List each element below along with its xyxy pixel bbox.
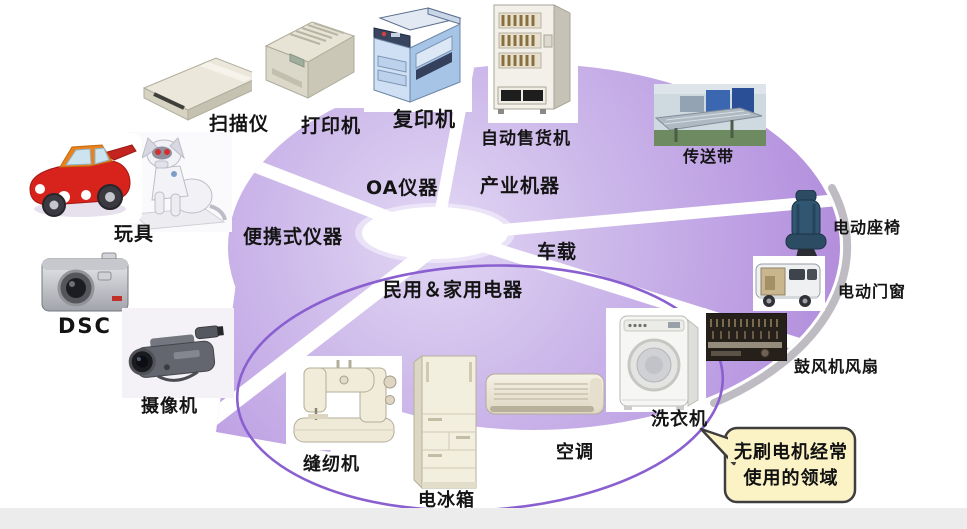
label-fridge: 电冰箱: [418, 490, 475, 511]
electric-door-image: [753, 256, 825, 311]
washing-machine-art: [606, 308, 706, 412]
robot-dog-art: [128, 132, 232, 232]
callout-bubble: 无刷电机经常 使用的领域: [688, 418, 868, 512]
printer-art: [252, 10, 370, 108]
toy-car-image: [18, 133, 142, 223]
callout-line-1: 无刷电机经常: [734, 442, 848, 463]
label-camcorder: 摄像机: [141, 396, 198, 417]
blower-fan-image: [703, 313, 787, 361]
wheel-hub: [362, 207, 508, 259]
label-sewing: 缝纫机: [303, 454, 360, 475]
label-copier: 复印机: [393, 107, 456, 131]
label-seat: 电动座椅: [833, 218, 902, 237]
camcorder-art: [122, 308, 234, 398]
callout-text: 无刷电机经常 使用的领域: [725, 428, 857, 504]
refrigerator-image: [408, 352, 484, 492]
dsc-camera-art: [36, 246, 134, 318]
air-conditioner-art: [485, 373, 605, 415]
toy-car-art: [18, 133, 142, 223]
wheel-shadow-arc: [710, 184, 852, 407]
label-aircon: 空调: [556, 442, 594, 463]
electric-seat-image: [784, 190, 830, 260]
sector-label-portable: 便携式仪器: [243, 226, 344, 248]
label-printer: 打印机: [301, 115, 362, 137]
camcorder-image: [122, 308, 234, 398]
label-washer: 洗衣机: [651, 409, 708, 430]
refrigerator-art: [413, 355, 477, 490]
dsc-camera-image: [36, 246, 134, 318]
conveyor-belt-image: [654, 84, 766, 146]
label-conveyor: 传送带: [683, 147, 735, 166]
sector-label-household: 民用＆家用电器: [383, 279, 524, 301]
label-scanner: 扫描仪: [209, 113, 270, 135]
copier-image: [364, 2, 472, 112]
sector-label-oa: OA仪器: [366, 177, 439, 199]
sector-label-industrial: 产业机器: [480, 175, 561, 197]
air-conditioner-image: [484, 370, 608, 422]
blower-fan-art: [703, 313, 787, 361]
conveyor-belt-art: [654, 84, 766, 146]
printer-image: [252, 10, 370, 108]
label-dsc: DSC: [58, 314, 112, 338]
sewing-machine-art: [286, 356, 402, 450]
label-door: 电动门窗: [838, 282, 907, 301]
electric-door-art: [753, 256, 825, 311]
callout-shape: [699, 426, 857, 504]
label-blower: 鼓风机风扇: [794, 357, 880, 376]
sewing-machine-image: [286, 356, 402, 450]
callout-line-2: 使用的领域: [743, 468, 839, 489]
electric-seat-art: [785, 190, 827, 258]
bottom-gray-strip: [0, 508, 967, 529]
copier-art: [364, 2, 472, 112]
sector-label-vehicle: 车载: [537, 241, 578, 263]
robot-dog-image: [128, 132, 232, 232]
vending-machine-image: [488, 1, 578, 123]
washing-machine-image: [606, 308, 706, 412]
vending-machine-art: [488, 1, 578, 123]
label-toy: 玩具: [114, 223, 155, 245]
label-vending: 自动售货机: [481, 129, 571, 149]
